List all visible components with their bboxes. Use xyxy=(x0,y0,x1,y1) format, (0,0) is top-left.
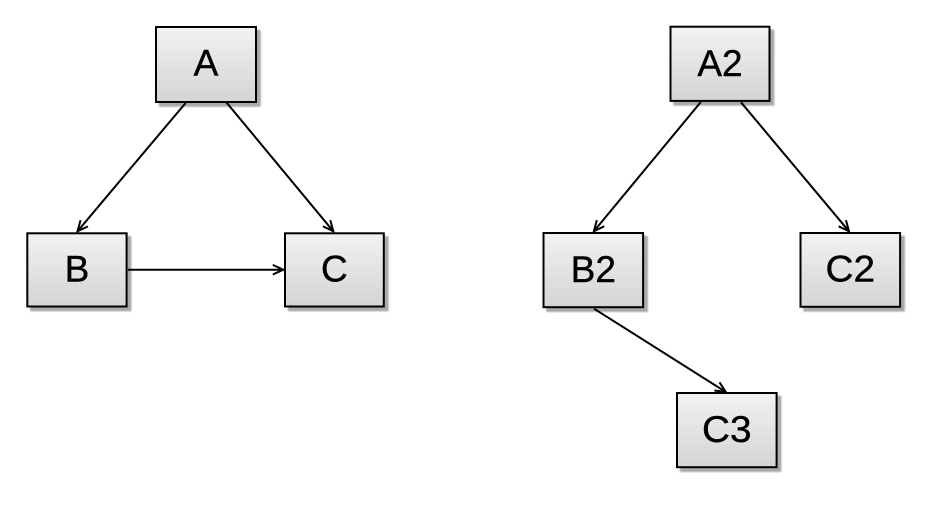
svg-text:C: C xyxy=(321,249,348,290)
svg-text:C2: C2 xyxy=(826,249,876,290)
svg-text:A2: A2 xyxy=(697,43,742,84)
svg-text:A: A xyxy=(194,43,219,84)
svg-text:B2: B2 xyxy=(571,249,616,290)
svg-text:B: B xyxy=(65,249,90,290)
svg-text:C3: C3 xyxy=(702,409,752,450)
